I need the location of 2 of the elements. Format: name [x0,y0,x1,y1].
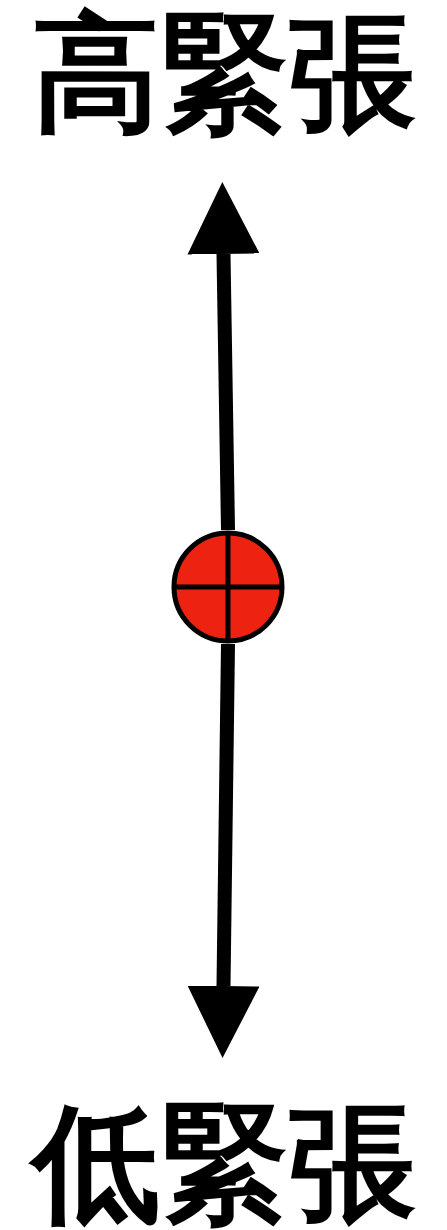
arrow [187,643,260,1058]
arrow [187,182,260,531]
